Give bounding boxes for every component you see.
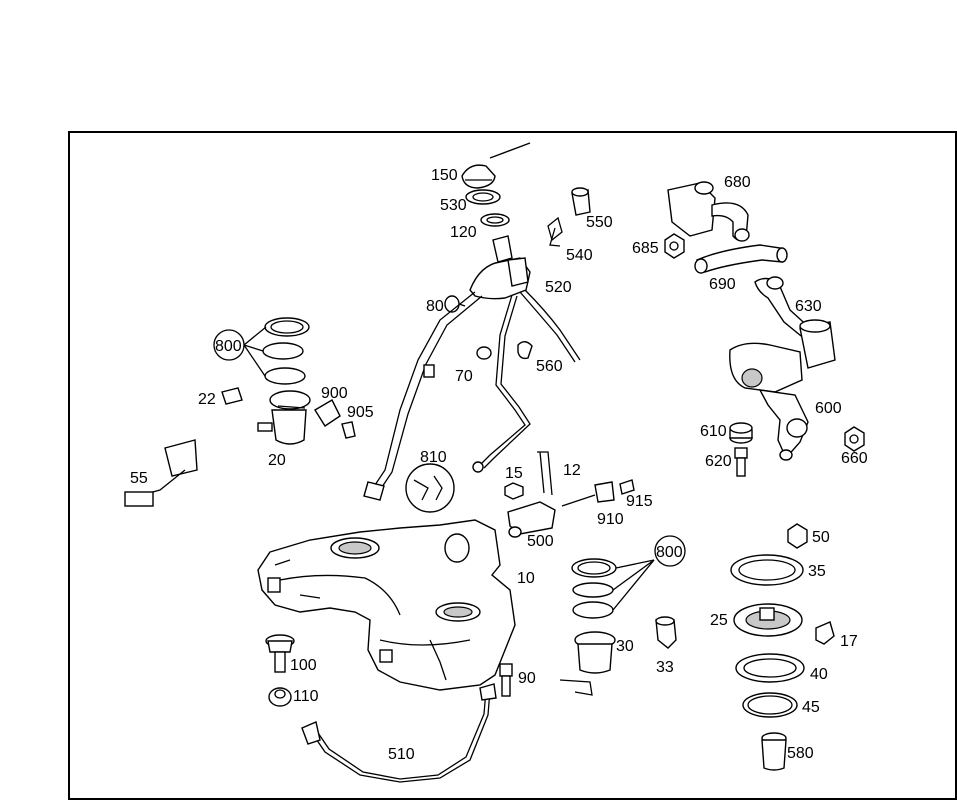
part-915-pin bbox=[619, 479, 635, 495]
part-80-grommet bbox=[444, 295, 466, 313]
label-90: 90 bbox=[518, 670, 536, 687]
part-500-sensor bbox=[507, 501, 556, 538]
part-690-hose bbox=[694, 244, 788, 274]
part-810-wrench-tool bbox=[405, 463, 455, 513]
label-530: 530 bbox=[440, 197, 467, 214]
label-17: 17 bbox=[840, 633, 858, 650]
label-810: 810 bbox=[420, 449, 447, 466]
label-45: 45 bbox=[802, 699, 820, 716]
part-540-clip bbox=[547, 216, 563, 247]
part-45-seal bbox=[742, 692, 798, 718]
label-120: 120 bbox=[450, 224, 477, 241]
part-680-valve bbox=[667, 181, 750, 242]
label-500: 500 bbox=[527, 533, 554, 550]
label-915: 915 bbox=[626, 493, 653, 510]
label-55: 55 bbox=[130, 470, 148, 487]
label-800-right: 800 bbox=[656, 544, 683, 561]
diagram-frame bbox=[68, 131, 957, 800]
part-30-pump bbox=[559, 631, 616, 696]
label-905: 905 bbox=[347, 404, 374, 421]
filler-pipe-left bbox=[363, 291, 483, 501]
part-100-valve bbox=[265, 634, 295, 673]
label-20: 20 bbox=[268, 452, 286, 469]
label-690: 690 bbox=[709, 276, 736, 293]
part-55-level-sender bbox=[124, 439, 198, 507]
part-17-connector bbox=[815, 621, 835, 645]
label-22: 22 bbox=[198, 391, 216, 408]
part-15-nut bbox=[504, 482, 524, 500]
part-70-clip bbox=[476, 346, 492, 360]
part-20-pump bbox=[257, 390, 311, 445]
part-580-filter bbox=[761, 732, 787, 771]
label-580: 580 bbox=[787, 745, 814, 762]
part-12-bracket bbox=[537, 451, 553, 496]
label-150: 150 bbox=[431, 167, 458, 184]
label-12: 12 bbox=[563, 462, 581, 479]
part-33-valve bbox=[655, 616, 677, 649]
label-80: 80 bbox=[426, 298, 444, 315]
label-33: 33 bbox=[656, 659, 674, 676]
callout-circle-800-left bbox=[213, 329, 245, 361]
label-540: 540 bbox=[566, 247, 593, 264]
part-530-seal bbox=[465, 189, 501, 205]
part-120-ring bbox=[480, 213, 510, 227]
part-35-cover bbox=[730, 554, 804, 586]
part-560-clip bbox=[517, 341, 533, 360]
part-610-damper bbox=[729, 422, 753, 444]
part-900-sensor bbox=[314, 399, 341, 427]
part-905-connector bbox=[341, 421, 356, 439]
part-620-bolt bbox=[734, 447, 748, 477]
label-25: 25 bbox=[710, 612, 728, 629]
label-70: 70 bbox=[455, 368, 473, 385]
part-520-filler-neck bbox=[469, 235, 581, 363]
label-600: 600 bbox=[815, 400, 842, 417]
part-40-ring bbox=[735, 653, 805, 683]
label-685: 685 bbox=[632, 240, 659, 257]
label-30: 30 bbox=[616, 638, 634, 655]
part-10-fuel-tank bbox=[257, 519, 516, 691]
callout-circle-800-right bbox=[654, 535, 686, 567]
label-50: 50 bbox=[812, 529, 830, 546]
label-630: 630 bbox=[795, 298, 822, 315]
label-910: 910 bbox=[597, 511, 624, 528]
label-40: 40 bbox=[810, 666, 828, 683]
part-550-grommet bbox=[571, 187, 591, 216]
part-150-fuel-cap bbox=[461, 142, 531, 189]
part-800-ring-left bbox=[243, 317, 310, 385]
label-660: 660 bbox=[841, 450, 868, 467]
label-35: 35 bbox=[808, 563, 826, 580]
part-660-nut bbox=[844, 426, 865, 452]
label-100: 100 bbox=[290, 657, 317, 674]
part-90-bolt bbox=[499, 663, 513, 697]
part-22-clip bbox=[221, 387, 243, 405]
filler-pipe-vent bbox=[472, 294, 531, 473]
label-800-left: 800 bbox=[215, 338, 242, 355]
part-510-strap bbox=[301, 683, 497, 783]
label-550: 550 bbox=[586, 214, 613, 231]
label-620: 620 bbox=[705, 453, 732, 470]
label-10: 10 bbox=[517, 570, 535, 587]
part-910-connector bbox=[561, 481, 615, 507]
label-510: 510 bbox=[388, 746, 415, 763]
label-15: 15 bbox=[505, 465, 523, 482]
label-900: 900 bbox=[321, 385, 348, 402]
label-520: 520 bbox=[545, 279, 572, 296]
label-110: 110 bbox=[293, 688, 319, 705]
part-50-nut bbox=[787, 523, 808, 549]
label-560: 560 bbox=[536, 358, 563, 375]
part-685-nut bbox=[664, 233, 685, 259]
label-610: 610 bbox=[700, 423, 727, 440]
part-25-flange bbox=[733, 603, 803, 637]
part-800-ring-right bbox=[571, 558, 655, 619]
label-680: 680 bbox=[724, 174, 751, 191]
part-600-canister bbox=[729, 319, 836, 461]
part-110-grommet bbox=[268, 687, 292, 707]
